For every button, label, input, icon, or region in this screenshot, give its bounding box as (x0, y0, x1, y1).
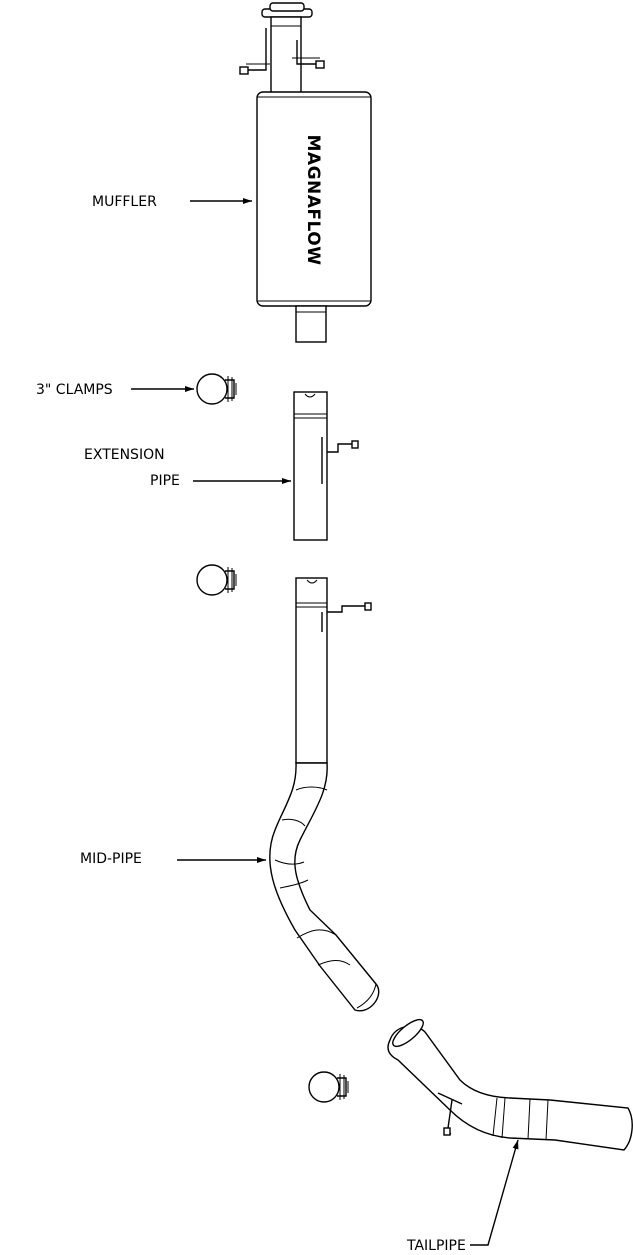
label-mid-pipe: MID-PIPE (80, 851, 142, 867)
mid-pipe-part (269, 577, 380, 1012)
label-extension-line1: EXTENSION (84, 447, 165, 463)
clamp-bottom (308, 1071, 349, 1103)
label-tailpipe: TAILPIPE (406, 1238, 466, 1254)
tailpipe-part (387, 1018, 633, 1151)
muffler-callout: MUFFLER (92, 194, 252, 210)
clamp-middle (196, 564, 237, 596)
extension-pipe-callout: EXTENSION PIPE (84, 447, 291, 489)
clamp-top (196, 373, 237, 405)
label-extension-line2: PIPE (150, 473, 180, 489)
clamps-callout: 3" CLAMPS (36, 382, 194, 398)
label-muffler: MUFFLER (92, 194, 157, 210)
muffler-part: MAGNAFLOW (239, 2, 372, 343)
extension-pipe-part (293, 391, 359, 541)
label-clamps: 3" CLAMPS (36, 382, 113, 398)
mid-pipe-callout: MID-PIPE (80, 851, 266, 867)
tailpipe-callout: TAILPIPE (406, 1139, 519, 1254)
muffler-brand-logo: MAGNAFLOW (303, 135, 323, 266)
